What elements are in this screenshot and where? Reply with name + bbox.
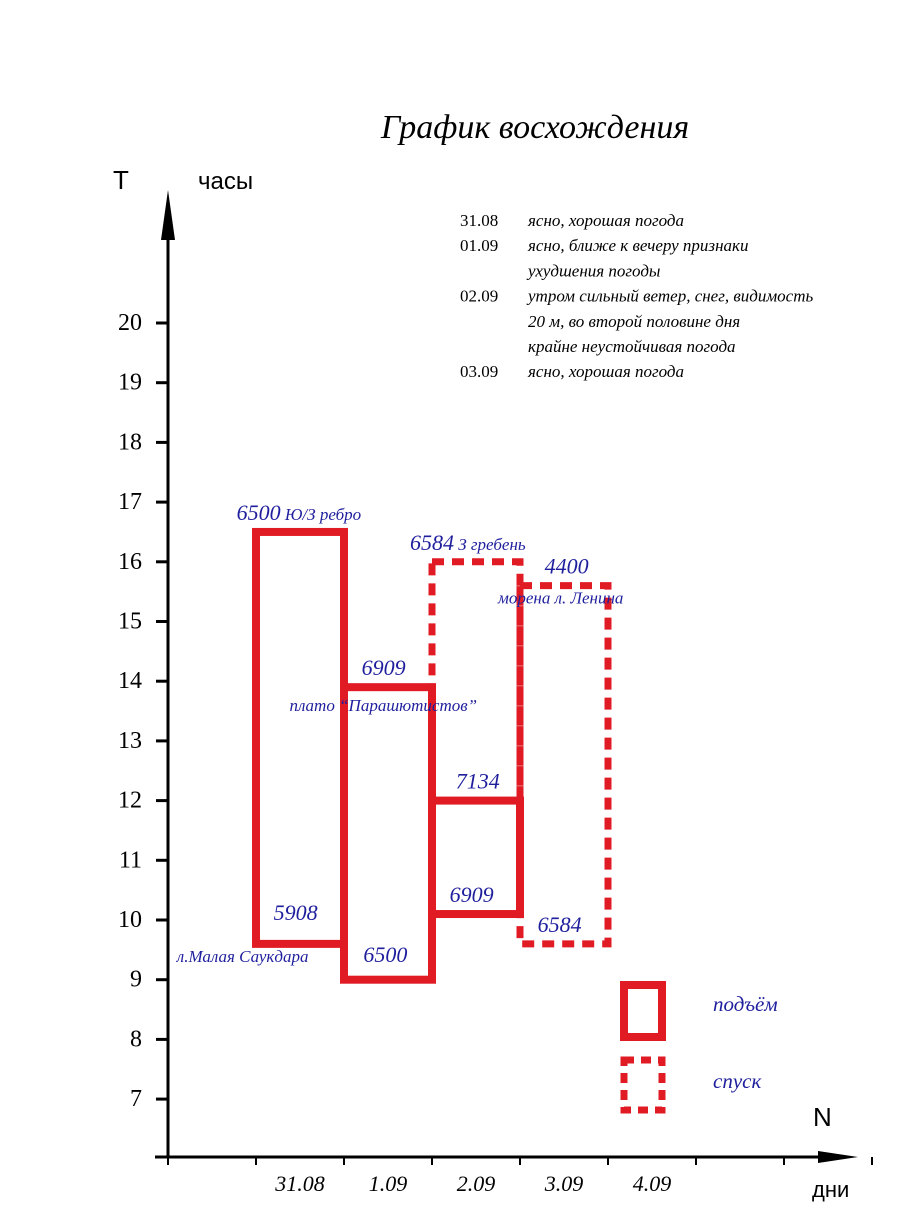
y-ticks: 7 8 9 10 11 12 13 14 15 16 17 18 19 20 (118, 310, 168, 1112)
weather-text: ухудшения погоды (526, 261, 660, 280)
schedule-segments (252, 527, 612, 984)
weather-text: утром сильный ветер, снег, видимость (526, 287, 813, 306)
weather-text: 20 м, во второй половине дня (528, 312, 740, 331)
altitude-annotation: 5908 (274, 900, 318, 925)
weather-text: крайне неустойчивая погода (528, 337, 736, 356)
chart-title: График восхождения (380, 109, 689, 146)
altitude-annotation: морена л. Ленина (497, 589, 623, 608)
descent-segment (516, 582, 612, 948)
y-tick-label: 14 (118, 668, 142, 694)
y-tick-label: 18 (118, 429, 142, 455)
legend-descent-swatch (620, 1056, 666, 1114)
altitude-annotation: 6584 (538, 912, 582, 937)
y-axis-arrowhead (161, 190, 175, 240)
y-tick-label: 11 (119, 847, 142, 873)
annotation-extra: Ю/З ребро (281, 505, 362, 524)
legend: подъём спуск (620, 981, 778, 1114)
weather-date: 01.09 (460, 236, 498, 255)
annotation-extra: З гребень (454, 535, 526, 554)
altitude-annotation: 6500 Ю/З ребро (237, 500, 362, 525)
weather-date: 03.09 (460, 362, 498, 381)
y-tick-label: 17 (118, 489, 142, 515)
altitude-annotation: 6909 (362, 655, 406, 680)
descent-segment (428, 558, 524, 805)
altitude-annotation: 6584 З гребень (410, 530, 526, 555)
y-tick-label: 8 (130, 1026, 142, 1052)
point-annotations: 6500 Ю/З ребро 5908 л.Малая Саукдара 6909 пл… (176, 500, 624, 967)
y-tick-label: 9 (130, 967, 142, 993)
y-axis-label: часы (198, 168, 253, 195)
weather-date: 31.08 (460, 211, 498, 230)
legend-ascent-swatch (620, 981, 666, 1041)
y-tick-label: 7 (130, 1086, 142, 1112)
weather-date: 02.09 (460, 287, 498, 306)
legend-label: спуск (713, 1069, 761, 1093)
axes (155, 190, 858, 1163)
altitude-annotation: 6500 (363, 942, 407, 967)
weather-text: ясно, хорошая погода (527, 211, 684, 230)
legend-label: подъём (713, 992, 778, 1016)
x-tick-label: 3.09 (544, 1171, 584, 1196)
y-tick-label: 16 (118, 549, 142, 575)
x-tick-label: 31.08 (274, 1171, 325, 1196)
x-ticks: 31.08 1.09 2.09 3.09 4.09 (167, 1157, 873, 1196)
weather-notes: 31.08 ясно, хорошая погода 01.09 ясно, ближ… (460, 211, 813, 381)
y-tick-label: 10 (118, 907, 142, 933)
y-tick-label: 12 (118, 788, 142, 814)
y-axis-symbol: T (113, 165, 129, 195)
x-tick-label: 1.09 (369, 1171, 408, 1196)
y-tick-label: 19 (118, 370, 142, 396)
altitude-annotation: 6909 (450, 882, 494, 907)
x-axis-arrowhead (818, 1151, 858, 1163)
altitude-annotation: 4400 (545, 554, 589, 579)
ascent-segment (340, 683, 436, 984)
x-axis-symbol: N (813, 1102, 832, 1132)
weather-text: ясно, хорошая погода (527, 362, 684, 381)
x-axis-label: дни (812, 1177, 849, 1202)
y-tick-label: 15 (118, 609, 142, 635)
altitude-annotation: л.Малая Саукдара (176, 947, 309, 966)
altitude-annotation: плато “Парашютистов” (289, 696, 477, 715)
y-tick-label: 13 (118, 728, 142, 754)
y-tick-label: 20 (118, 310, 142, 336)
x-tick-label: 4.09 (633, 1171, 672, 1196)
weather-text: ясно, ближе к вечеру признаки (527, 236, 748, 255)
altitude-annotation: 7134 (456, 769, 500, 794)
ascent-segment (252, 527, 348, 948)
x-tick-label: 2.09 (457, 1171, 496, 1196)
